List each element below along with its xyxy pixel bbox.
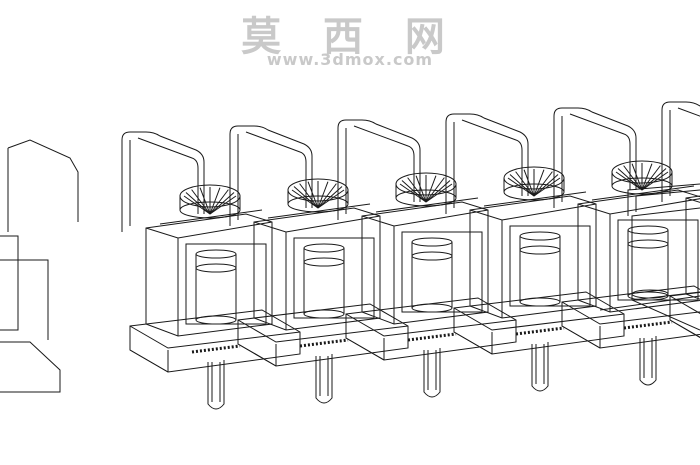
housing-edges (577, 185, 700, 312)
contact-top (411, 237, 453, 247)
contact-top (627, 225, 669, 235)
inner-cavity (185, 243, 267, 325)
contact-top (195, 249, 237, 259)
housing-outline (627, 183, 700, 301)
partial-module-left (0, 139, 79, 393)
clamp-bracket (661, 101, 700, 202)
terminal-module (445, 113, 625, 392)
base-edges (561, 301, 700, 349)
base-marking (515, 326, 565, 336)
pin-lead (423, 348, 441, 398)
terminal-module (553, 107, 700, 386)
base-edges (453, 307, 625, 355)
contact-top (303, 243, 345, 253)
clamp-bracket (121, 131, 205, 232)
screw-head (395, 172, 457, 207)
base-edges (237, 319, 409, 367)
terminal-module (121, 131, 301, 410)
clamp-bracket (337, 119, 421, 220)
screw-head (287, 178, 349, 213)
housing-edges (685, 193, 700, 203)
screw-head (179, 184, 241, 219)
housing-edges (469, 191, 597, 318)
contact-sleeve (627, 230, 669, 296)
base-marking (299, 338, 349, 348)
housing-edges (145, 209, 273, 336)
pin-inner (427, 350, 437, 390)
contact-ring (411, 251, 453, 261)
pin-inner (643, 338, 653, 378)
contact-ring (195, 263, 237, 273)
base-edges (129, 325, 301, 373)
pin-inner (319, 356, 329, 396)
terminal-module (337, 119, 517, 398)
inner-cavity (293, 237, 375, 319)
contact-ring (303, 257, 345, 267)
clamp-wire (7, 139, 79, 232)
base-marking (623, 320, 673, 330)
pin-inner (535, 344, 545, 384)
base-marking (407, 332, 457, 342)
clamp-bracket (445, 113, 529, 214)
contact-ring (627, 239, 669, 249)
pin-inner (211, 362, 221, 402)
partial-module-right (599, 183, 700, 331)
base-plate (599, 295, 700, 331)
clamp-bracket (229, 125, 313, 226)
pin-lead (207, 360, 225, 410)
base-marking (191, 344, 241, 354)
base-edges (669, 295, 700, 338)
pin-lead (531, 342, 549, 392)
contact-sleeve (519, 236, 561, 302)
inner-cavity (509, 225, 591, 307)
contact-sleeve (303, 248, 345, 314)
pin-lead (639, 336, 657, 386)
base-edges (345, 313, 517, 361)
contact-sleeve (411, 242, 453, 308)
contact-bottom (631, 289, 669, 299)
terminal-module (229, 125, 409, 404)
housing-edges (361, 197, 489, 324)
housing-edges (253, 203, 381, 330)
inner-cavity (617, 219, 699, 301)
inner-cavity (401, 231, 483, 313)
housing-outline (0, 235, 61, 393)
screw-head (503, 166, 565, 201)
clamp-bracket (553, 107, 637, 208)
contact-ring (519, 245, 561, 255)
pin-lead (315, 354, 333, 404)
contact-sleeve (195, 254, 237, 320)
contact-top (519, 231, 561, 241)
